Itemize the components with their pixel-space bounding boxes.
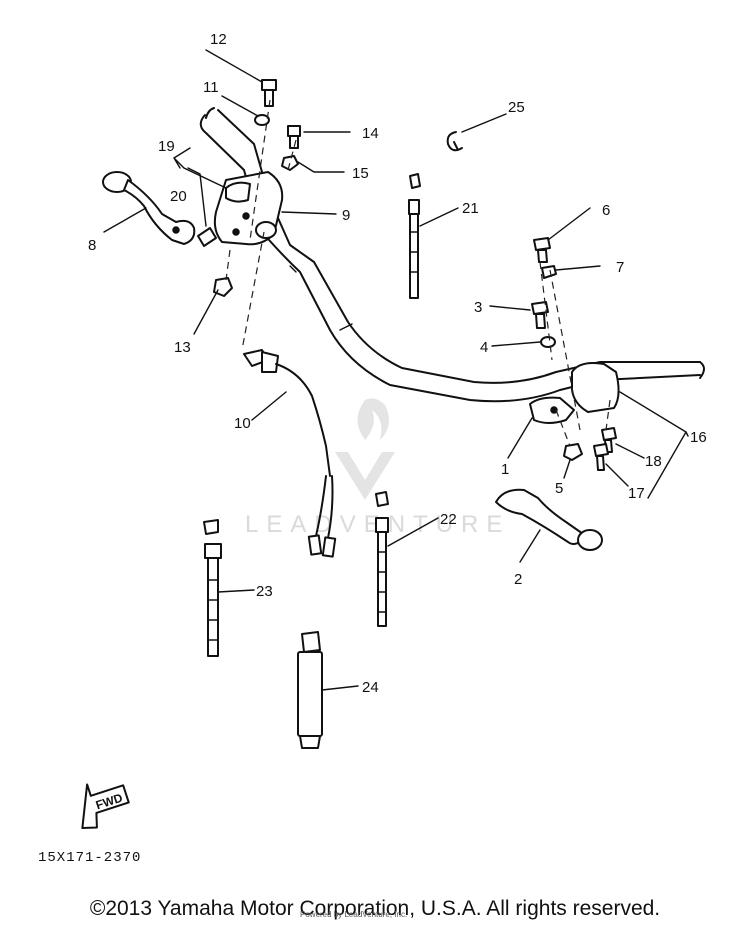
callout-labels: 1 2 3 4 5 6 7 8 9 10 11 12 13 14 15 16 1… <box>88 31 707 696</box>
callout-21: 21 <box>462 200 479 217</box>
fine-print: Powered by LeadVenture, Inc. <box>300 910 408 919</box>
cable-ties <box>203 173 421 749</box>
callout-17: 17 <box>628 485 645 502</box>
callout-12: 12 <box>210 31 227 48</box>
callout-23: 23 <box>256 583 273 600</box>
watermark: LEADVENTURE <box>245 398 510 538</box>
callout-7: 7 <box>616 259 624 276</box>
callout-9: 9 <box>342 207 350 224</box>
callout-18: 18 <box>645 453 662 470</box>
handlebar <box>199 107 705 403</box>
callout-19: 19 <box>158 138 175 155</box>
callout-15: 15 <box>352 165 369 182</box>
callout-25: 25 <box>508 99 525 116</box>
callout-10: 10 <box>234 415 251 432</box>
callout-14: 14 <box>362 125 379 142</box>
callout-8: 8 <box>88 237 96 254</box>
left-lever-holder <box>197 171 284 247</box>
copyright-notice: ©2013 Yamaha Motor Corporation, U.S.A. A… <box>89 897 661 920</box>
assembly-lines <box>225 99 611 447</box>
right-lever <box>495 488 603 551</box>
callout-4: 4 <box>480 339 488 356</box>
callout-11: 11 <box>203 79 219 96</box>
callout-3: 3 <box>474 299 482 316</box>
callout-2: 2 <box>514 571 522 588</box>
leader-lines <box>103 49 689 691</box>
callout-24: 24 <box>362 679 379 696</box>
callout-13: 13 <box>174 339 191 356</box>
fasteners <box>213 79 617 471</box>
fwd-arrow: FWD <box>81 783 130 830</box>
callout-6: 6 <box>602 202 610 219</box>
right-lever-holder <box>529 362 620 424</box>
callout-20: 20 <box>170 188 187 205</box>
callout-5: 5 <box>555 480 563 497</box>
watermark-text: LEADVENTURE <box>245 511 510 538</box>
callout-16: 16 <box>690 429 707 446</box>
callout-1: 1 <box>501 461 509 478</box>
switch-and-wire <box>243 349 337 558</box>
part-code: 15X171-2370 <box>38 850 142 866</box>
callout-22: 22 <box>440 511 457 528</box>
left-lever <box>102 171 196 245</box>
